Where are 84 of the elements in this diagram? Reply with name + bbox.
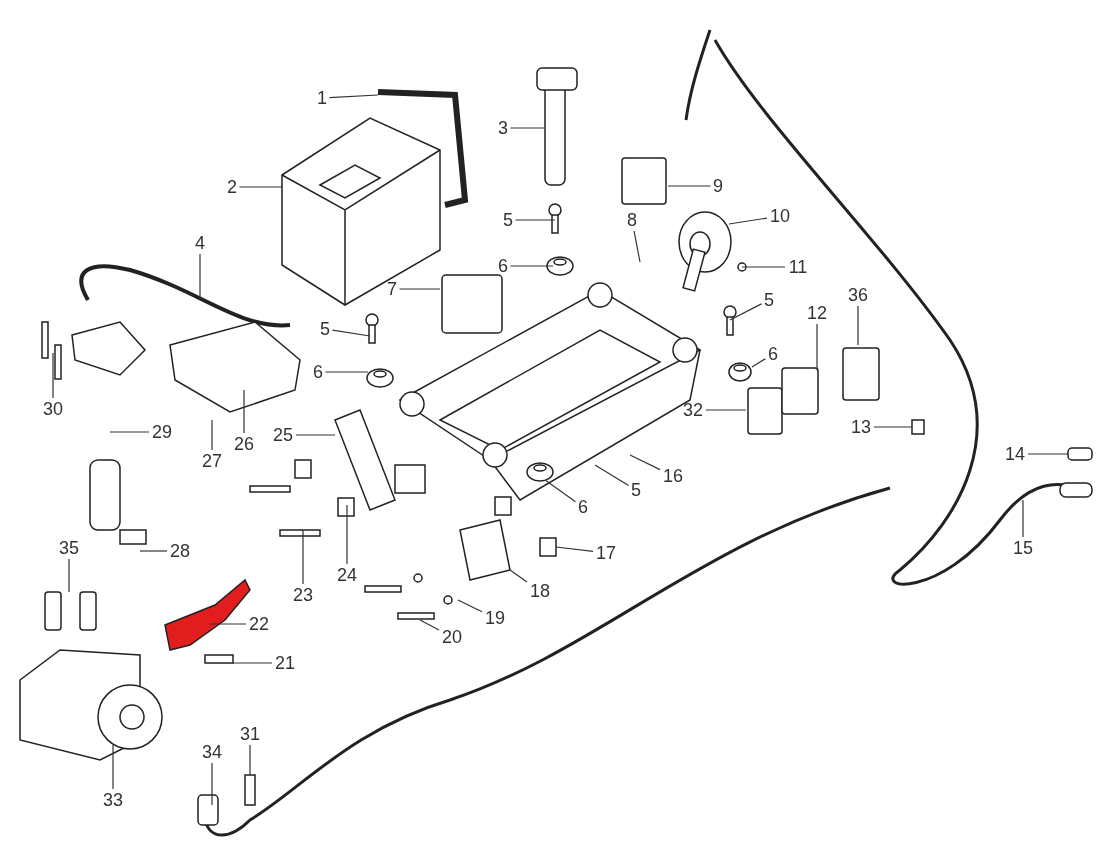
callout-number: 5 bbox=[320, 320, 330, 338]
leader-line bbox=[741, 266, 786, 268]
callout-number: 25 bbox=[273, 426, 293, 444]
leader-line bbox=[705, 409, 747, 411]
callout-number: 2 bbox=[227, 178, 237, 196]
callout-number: 19 bbox=[485, 609, 505, 627]
leader-line bbox=[857, 305, 859, 346]
callout-number: 33 bbox=[103, 791, 123, 809]
callout-number: 21 bbox=[275, 654, 295, 672]
callout-number: 24 bbox=[337, 566, 357, 584]
leader-line bbox=[629, 454, 661, 471]
leader-line bbox=[667, 185, 712, 187]
leader-line bbox=[324, 371, 369, 373]
callout-number: 10 bbox=[770, 207, 790, 225]
callout-number: 6 bbox=[498, 257, 508, 275]
callout-number: 11 bbox=[788, 258, 808, 276]
leader-line bbox=[68, 558, 70, 593]
callout-number: 31 bbox=[240, 725, 260, 743]
leader-line bbox=[295, 434, 336, 436]
callout-number: 12 bbox=[807, 304, 827, 322]
callout-number: 20 bbox=[442, 628, 462, 646]
leader-line bbox=[419, 619, 440, 631]
callout-number: 29 bbox=[152, 423, 172, 441]
callout-number: 34 bbox=[202, 743, 222, 761]
leader-line bbox=[52, 352, 54, 399]
callout-number: 7 bbox=[387, 280, 397, 298]
leader-line bbox=[243, 389, 245, 434]
leader-line bbox=[211, 419, 213, 451]
leader-line bbox=[457, 599, 483, 613]
leader-line bbox=[109, 431, 150, 433]
callout-number: 5 bbox=[631, 481, 641, 499]
leader-line bbox=[346, 504, 348, 565]
callout-number: 17 bbox=[596, 544, 616, 562]
leader-line bbox=[231, 662, 273, 664]
leader-line bbox=[1022, 499, 1024, 538]
leader-line bbox=[544, 479, 577, 503]
callout-number: 6 bbox=[768, 345, 778, 363]
leader-line bbox=[331, 329, 371, 337]
leader-line bbox=[633, 230, 641, 263]
callout-number: 8 bbox=[627, 211, 637, 229]
callout-number: 27 bbox=[202, 452, 222, 470]
leader-line bbox=[398, 288, 441, 290]
leader-line bbox=[1027, 453, 1069, 455]
leader-line bbox=[139, 550, 168, 552]
leader-line bbox=[873, 426, 913, 428]
leader-line bbox=[514, 219, 556, 221]
leader-line bbox=[594, 464, 630, 487]
leader-line bbox=[728, 217, 768, 225]
callout-number: 6 bbox=[578, 498, 588, 516]
leader-line bbox=[112, 744, 114, 790]
callout-number: 23 bbox=[293, 586, 313, 604]
leader-line bbox=[816, 323, 818, 371]
callout-number: 9 bbox=[713, 177, 723, 195]
leader-line bbox=[509, 127, 546, 129]
leader-line bbox=[509, 569, 528, 583]
callout-number: 26 bbox=[234, 435, 254, 453]
leader-line bbox=[555, 546, 594, 553]
leader-line bbox=[209, 623, 247, 625]
leader-line bbox=[249, 744, 251, 776]
leader-line bbox=[328, 94, 379, 99]
callout-number: 13 bbox=[851, 418, 871, 436]
callout-number: 14 bbox=[1005, 445, 1025, 463]
callout-number: 3 bbox=[498, 119, 508, 137]
callout-number: 28 bbox=[170, 542, 190, 560]
callout-number: 30 bbox=[43, 400, 63, 418]
callout-number: 32 bbox=[683, 401, 703, 419]
callout-number: 5 bbox=[503, 211, 513, 229]
leader-line bbox=[238, 186, 283, 188]
callout-number: 4 bbox=[195, 234, 205, 252]
callout-number: 35 bbox=[59, 539, 79, 557]
leader-line bbox=[729, 303, 763, 321]
callout-number: 15 bbox=[1013, 539, 1033, 557]
callout-number: 6 bbox=[313, 363, 323, 381]
leader-line bbox=[211, 762, 213, 806]
leader-line bbox=[751, 358, 767, 368]
callout-number: 22 bbox=[249, 615, 269, 633]
leader-line bbox=[199, 253, 201, 301]
leader-line bbox=[509, 265, 554, 267]
leader-line bbox=[302, 529, 304, 585]
callout-number: 16 bbox=[663, 467, 683, 485]
callout-number: 1 bbox=[317, 89, 327, 107]
callout-number: 18 bbox=[530, 582, 550, 600]
callout-number: 36 bbox=[848, 286, 868, 304]
callout-number: 5 bbox=[764, 291, 774, 309]
